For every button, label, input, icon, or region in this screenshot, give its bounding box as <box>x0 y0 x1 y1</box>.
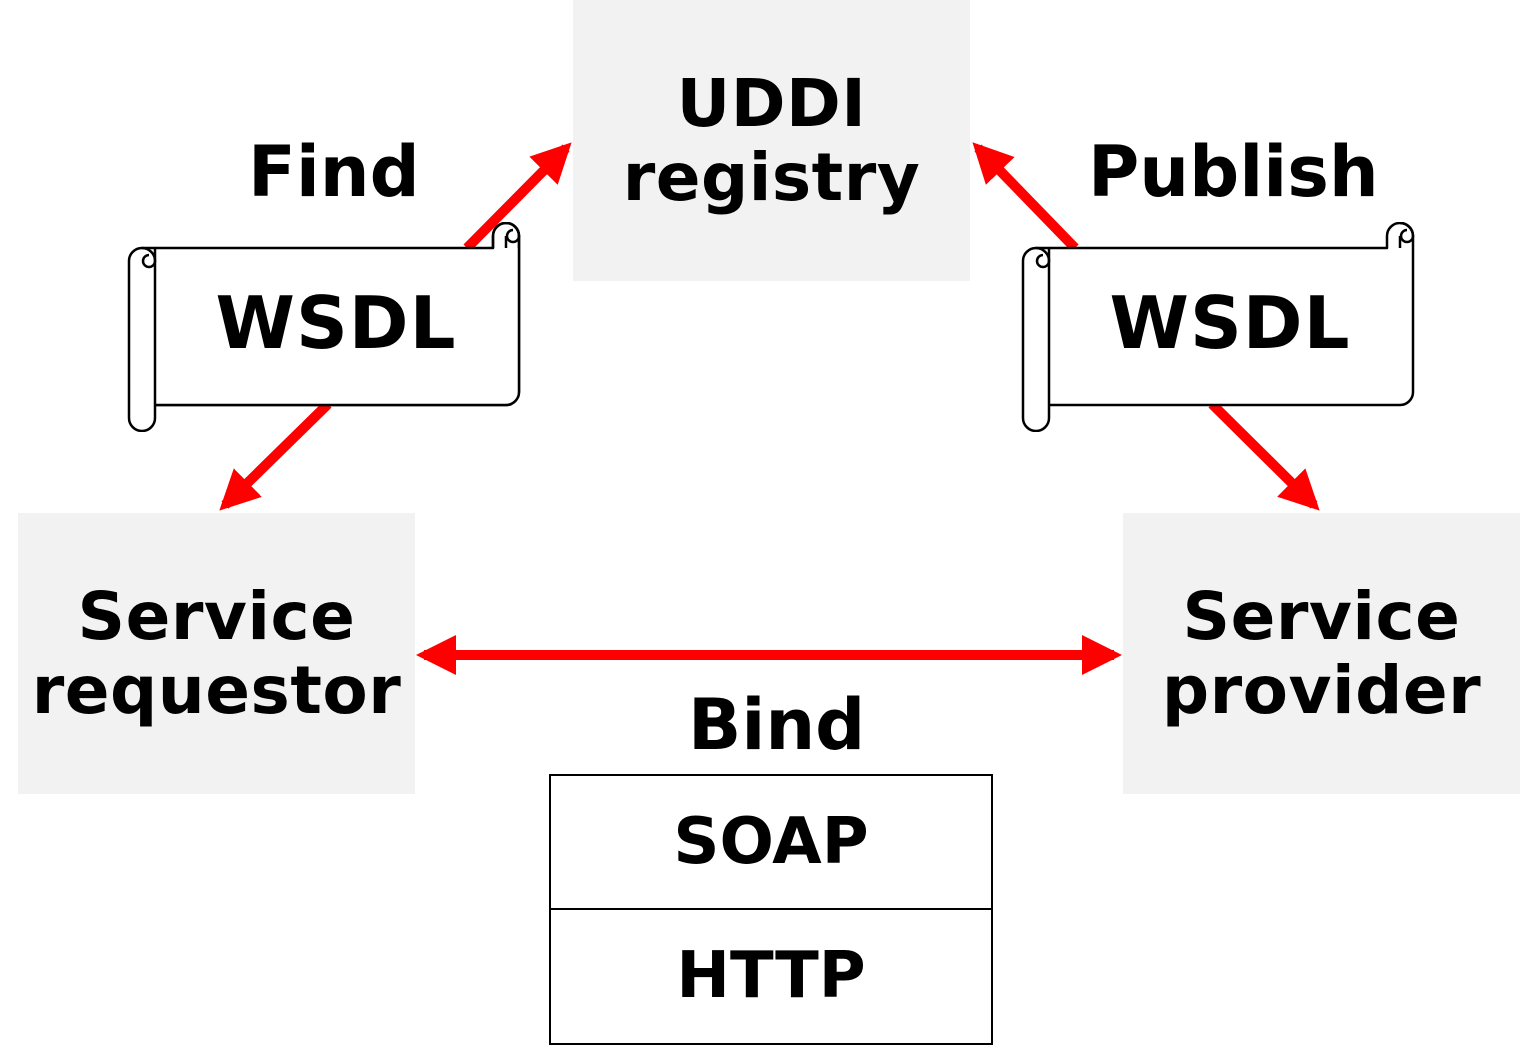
publish-wsdl-text: WSDL <box>1109 280 1351 365</box>
uddi-registry-node: UDDI registry <box>573 0 970 281</box>
publish-wsdl-scroll: WSDL <box>1021 222 1416 432</box>
scroll-icon <box>1021 222 1415 432</box>
bind-label: Bind <box>688 684 866 766</box>
service-requestor-node: Service requestor <box>18 513 415 794</box>
protocol-stack: SOAP HTTP <box>549 774 993 1045</box>
stack-soap: SOAP <box>551 776 991 910</box>
find-arrow-to-registry <box>463 142 572 252</box>
uddi-line1: UDDI <box>676 64 867 142</box>
find-wsdl-text: WSDL <box>215 280 457 365</box>
publish-label: Publish <box>1088 131 1379 213</box>
publish-arrow-to-provider <box>1208 400 1320 511</box>
uddi-line2: registry <box>622 138 921 216</box>
requestor-line2: requestor <box>31 651 402 729</box>
publish-arrow-to-registry <box>972 142 1079 252</box>
find-arrow-to-requestor <box>219 400 332 511</box>
scroll-icon <box>127 222 521 432</box>
provider-line2: provider <box>1161 651 1482 729</box>
find-wsdl-scroll: WSDL <box>127 222 522 432</box>
provider-line1: Service <box>1182 577 1461 655</box>
requestor-line1: Service <box>77 577 356 655</box>
stack-http: HTTP <box>676 939 866 1014</box>
find-label: Find <box>248 131 420 213</box>
service-provider-node: Service provider <box>1123 513 1520 794</box>
